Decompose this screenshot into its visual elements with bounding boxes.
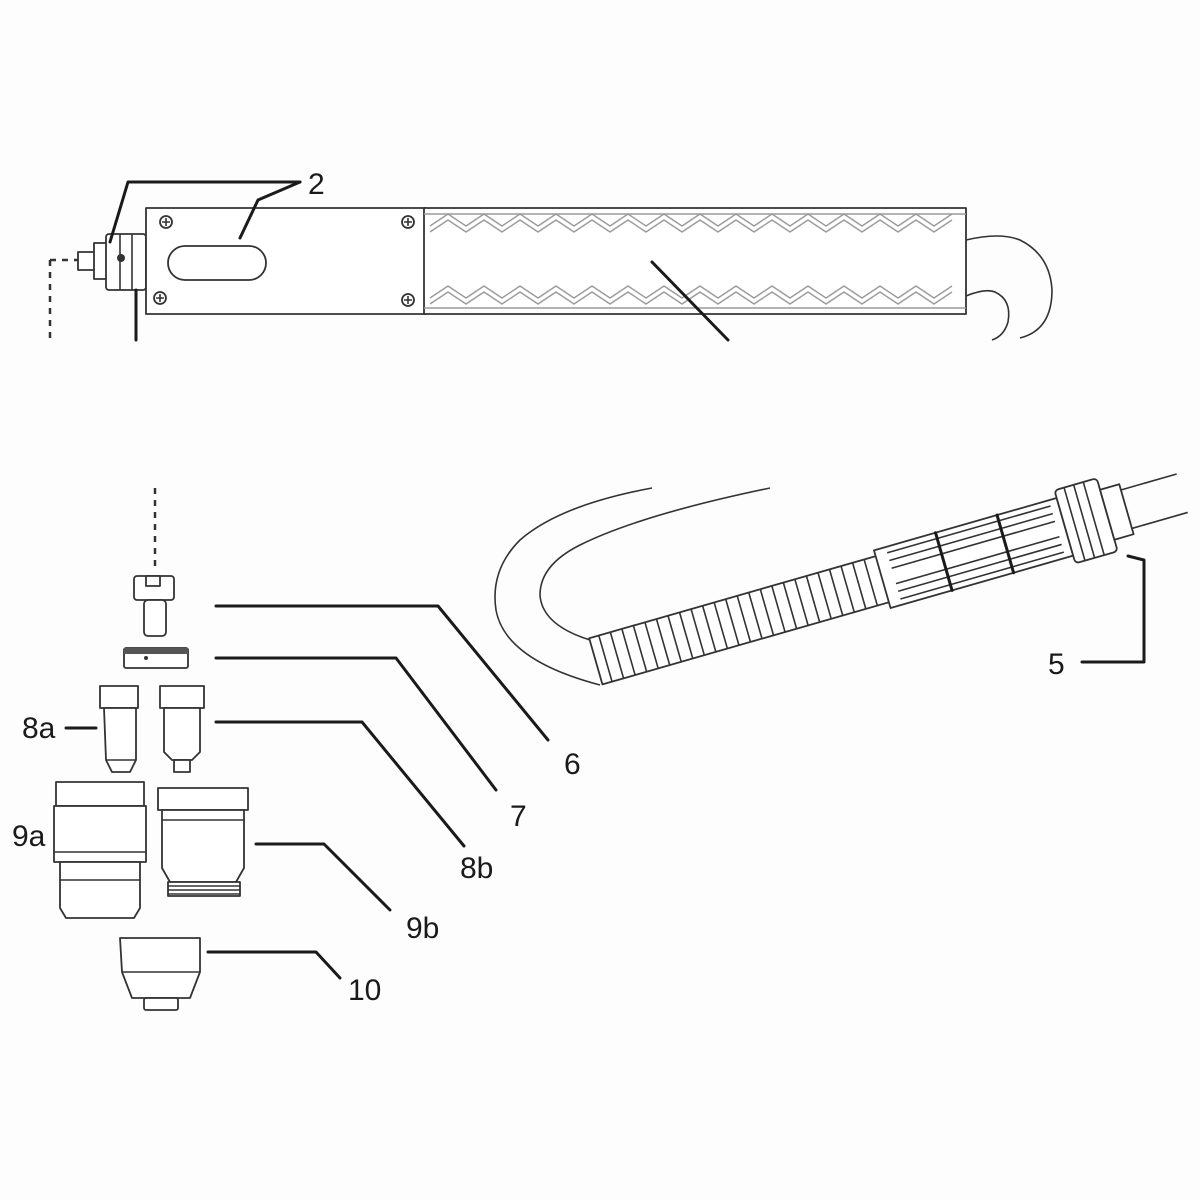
- shield-part-10: [119, 937, 201, 1011]
- cable-loop-outer: [965, 235, 1053, 339]
- callout-8a: 8a: [22, 712, 56, 745]
- exit-cable: [1120, 473, 1188, 530]
- corrugated-sleeve: [588, 473, 1188, 686]
- swirl-ring-band: [124, 648, 188, 654]
- cable-bend-outer: [494, 487, 653, 686]
- handle-cable-assembly: 5: [494, 473, 1188, 686]
- trigger-slot: [167, 245, 267, 281]
- callout-6: 6: [564, 748, 581, 781]
- callout-10: 10: [348, 974, 381, 1007]
- torch-tip: [77, 233, 147, 291]
- tip-part-8b: [159, 685, 205, 773]
- leader-line-10: [206, 950, 342, 980]
- callout-8b: 8b: [460, 852, 493, 885]
- leader-line-5: [1080, 554, 1146, 664]
- electrode-part-6: [133, 575, 175, 637]
- consumables-exploded: 6 7 8a 8b: [12, 488, 581, 1011]
- tip-collar: [105, 233, 147, 291]
- grip-band-1: [934, 531, 954, 592]
- grip-band-2: [995, 513, 1016, 575]
- screw-icon-top-left: [159, 215, 173, 229]
- leader-line-2b: [238, 180, 302, 240]
- cup-9a-body: [53, 805, 147, 863]
- tip-8a-head: [99, 685, 139, 709]
- grip-flutes: [886, 505, 1065, 600]
- cable-bend-inner: [539, 487, 771, 641]
- callout-5: 5: [1048, 648, 1065, 681]
- leader-line-grip: [650, 260, 730, 342]
- tip-8b-nozzle: [173, 759, 191, 773]
- cup-9a-taper: [59, 861, 141, 919]
- cup-9a-rim: [55, 781, 145, 807]
- leader-line-6: [214, 604, 550, 742]
- leader-line-7: [214, 656, 498, 792]
- cup-9b-thread-lines: [168, 885, 240, 895]
- callout-2: 2: [308, 168, 325, 201]
- electrode-slot: [145, 575, 161, 587]
- grip-body: [873, 497, 1075, 609]
- callout-9a: 9a: [12, 820, 46, 853]
- nut-knurling: [1063, 481, 1105, 561]
- cable-loop-inner: [965, 289, 1010, 341]
- shield-10-orifice: [143, 997, 179, 1011]
- leader-line-2a: [108, 180, 302, 244]
- leader-line-8b: [214, 720, 466, 848]
- swirl-ring-part-7: [123, 647, 189, 669]
- sleeve-body: [588, 554, 892, 686]
- shield-10-body: [119, 937, 201, 999]
- connector-end: [1099, 483, 1135, 541]
- tip-pin: [117, 254, 125, 262]
- grip-texture-top: [429, 213, 953, 233]
- callout-9b: 9b: [406, 912, 439, 945]
- tip-8a-body: [103, 707, 137, 773]
- swirl-ring-hole: [144, 656, 148, 660]
- electrode-shank: [143, 599, 167, 637]
- shield-cup-part-9a: [53, 781, 147, 919]
- shield-cup-part-9b: [157, 787, 249, 897]
- screw-icon-bottom-right: [401, 293, 415, 307]
- cup-9b-rim: [157, 787, 249, 811]
- callout-7: 7: [510, 800, 527, 833]
- leader-line-9b: [254, 842, 392, 912]
- screw-icon-bottom-left: [153, 291, 167, 305]
- grip-texture-bottom: [429, 285, 953, 305]
- sleeve-ribs: [598, 559, 879, 682]
- tip-8b-head: [159, 685, 205, 709]
- torch-head-assembly: 2: [48, 168, 1053, 342]
- tip-part-8a: [99, 685, 139, 773]
- screw-icon-top-right: [401, 215, 415, 229]
- tip-8b-body: [163, 707, 201, 761]
